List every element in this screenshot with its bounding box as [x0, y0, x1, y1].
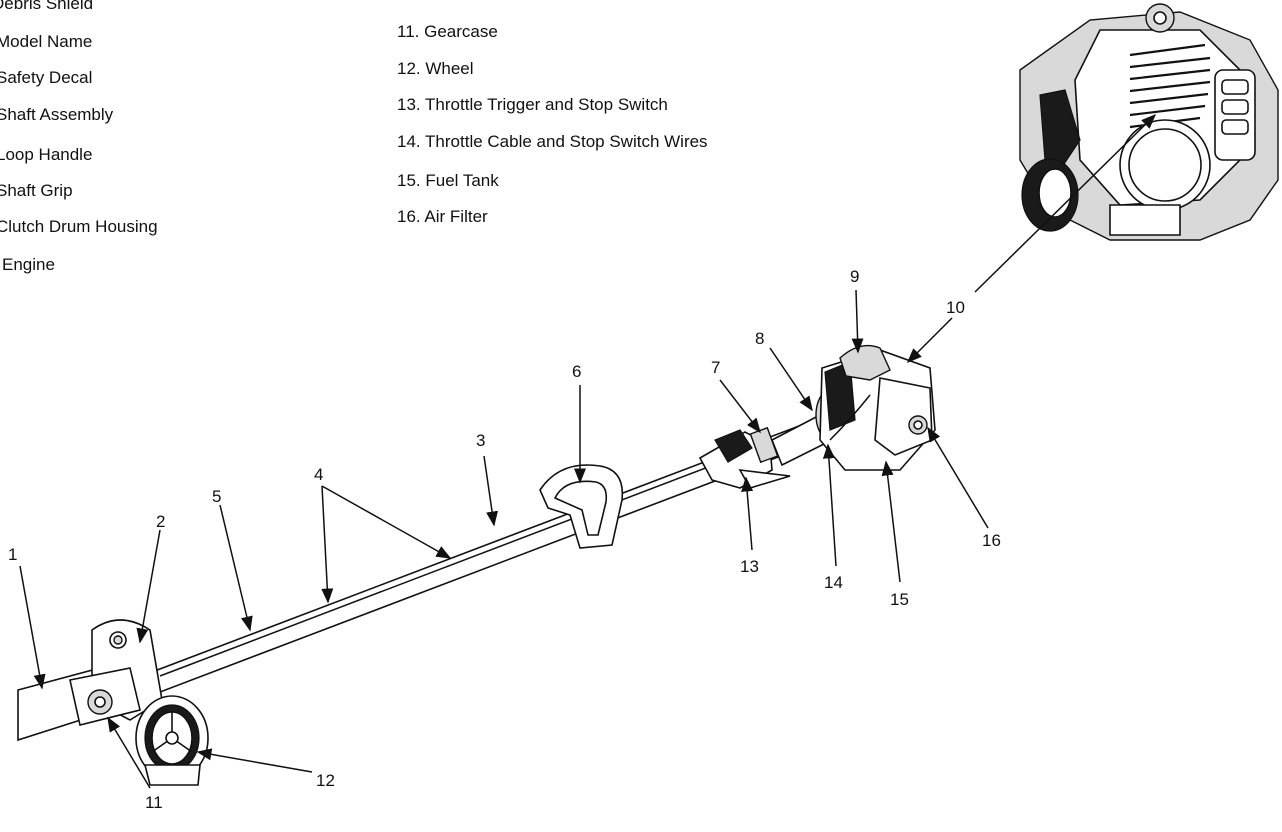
legend-item-model-name: Model Name	[0, 32, 93, 51]
callout-14: 14	[824, 573, 843, 592]
leader-13	[741, 476, 754, 551]
leader-lines	[19, 113, 1157, 789]
callout-3: 3	[476, 431, 485, 450]
leader-10a	[906, 317, 953, 364]
loop-handle-illustration	[539, 464, 624, 549]
legend-item-throttle-trigger: 13. Throttle Trigger and Stop Switch	[397, 95, 668, 114]
leader-12	[196, 748, 313, 773]
leader-10b	[974, 113, 1157, 293]
callout-8: 8	[755, 329, 764, 348]
callout-4: 4	[314, 465, 323, 484]
legend-item-safety-decal: Safety Decal	[0, 68, 93, 87]
legend-item-debris-shield: Debris Shield	[0, 0, 94, 13]
leader-8	[769, 347, 813, 412]
leader-1	[19, 565, 46, 690]
callout-15: 15	[890, 590, 909, 609]
legend-item-shaft-assembly: Shaft Assembly	[0, 105, 114, 124]
callout-numbers: 1 2 3 4 5 6 7 8 9 10 11 12 13 14 15 16	[8, 267, 1001, 812]
callout-5: 5	[212, 487, 221, 506]
callout-6: 6	[572, 362, 581, 381]
callout-1: 1	[8, 545, 17, 564]
legend-item-engine: Engine	[2, 255, 55, 274]
legend-item-air-filter: 16. Air Filter	[397, 207, 488, 226]
callout-11: 11	[145, 793, 163, 812]
leader-7	[719, 379, 761, 434]
leader-5	[219, 504, 253, 632]
legend-item-throttle-cable: 14. Throttle Cable and Stop Switch Wires	[397, 132, 708, 151]
legend-item-clutch-drum-housing: Clutch Drum Housing	[0, 217, 158, 236]
leader-9	[851, 289, 864, 354]
callout-7: 7	[711, 358, 720, 377]
leader-15	[881, 460, 901, 583]
legend-item-loop-handle: Loop Handle	[0, 145, 93, 164]
callout-2: 2	[156, 512, 165, 531]
callout-16: 16	[982, 531, 1001, 550]
gearcase-illustration	[69, 667, 141, 726]
legend-item-gearcase: 11. Gearcase	[397, 22, 498, 41]
leader-11	[107, 716, 151, 789]
callout-13: 13	[740, 557, 759, 576]
callout-12: 12	[316, 771, 335, 790]
leader-4b	[321, 485, 334, 604]
legend-item-shaft-grip: Shaft Grip	[0, 181, 73, 200]
leader-3	[483, 455, 499, 527]
leader-4a	[321, 485, 452, 559]
engine-illustration	[815, 344, 936, 471]
leader-14	[822, 443, 837, 567]
leader-2	[136, 529, 161, 644]
legend-item-wheel: 12. Wheel	[397, 59, 474, 78]
callout-9: 9	[850, 267, 859, 286]
legend-item-fuel-tank: 15. Fuel Tank	[397, 171, 499, 190]
engine-detail-illustration	[1019, 3, 1279, 241]
leader-16	[927, 426, 989, 529]
callout-10: 10	[946, 298, 965, 317]
wheel-illustration	[135, 695, 209, 786]
